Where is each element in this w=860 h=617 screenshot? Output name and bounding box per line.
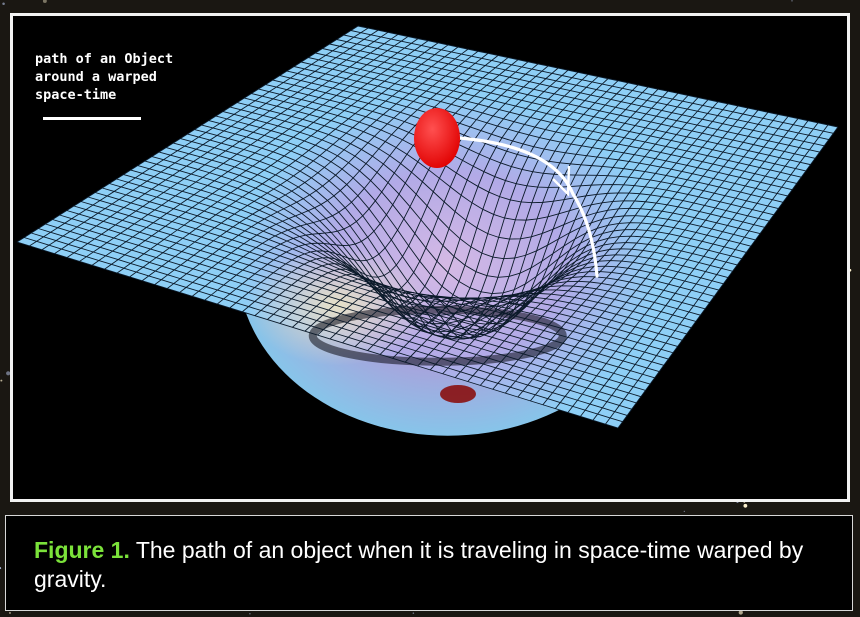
legend: path of an Object around a warped space-… xyxy=(35,50,173,104)
red-ball-object-icon xyxy=(414,108,460,168)
caption-text: The path of an object when it is traveli… xyxy=(34,537,804,592)
legend-line-3: space-time xyxy=(35,87,117,103)
legend-path-sample xyxy=(43,117,141,120)
caption-label: Figure 1. xyxy=(34,537,130,563)
warped-spacetime-diagram xyxy=(16,25,839,436)
object-path-arrow xyxy=(457,136,599,278)
spacetime-grid xyxy=(16,25,839,429)
figure-caption: Figure 1. The path of an object when it … xyxy=(34,536,834,594)
figure-panel: path of an Object around a warped space-… xyxy=(10,13,850,502)
path-arrow-icon xyxy=(552,165,571,197)
legend-line-1: path of an Object xyxy=(35,51,174,67)
caption-box: Figure 1. The path of an object when it … xyxy=(5,515,853,611)
legend-line-2: around a warped xyxy=(35,69,157,85)
